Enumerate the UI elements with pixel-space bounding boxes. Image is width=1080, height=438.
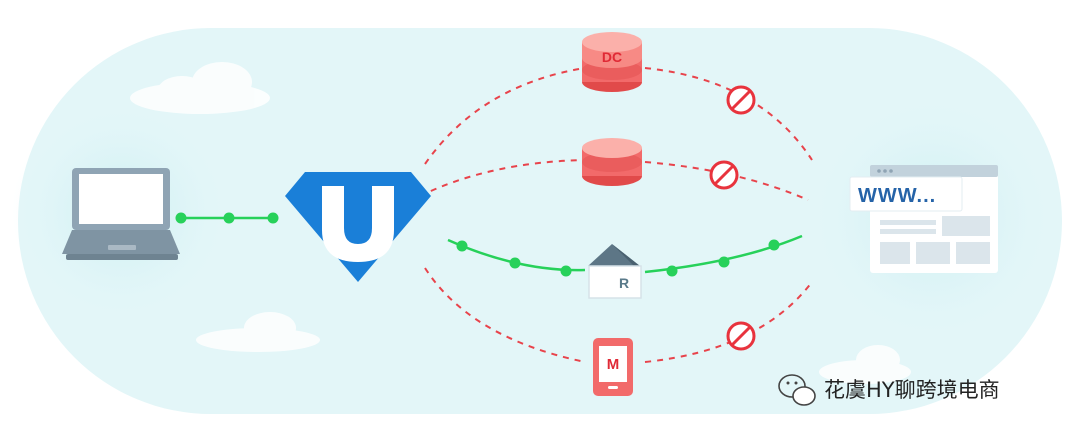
wechat-icon <box>778 374 816 406</box>
residential-label: R <box>619 275 629 291</box>
mobile-proxy-icon: M <box>593 338 633 396</box>
datacenter-proxy-icon: DC <box>582 32 642 92</box>
website-address: WWW... <box>858 185 936 207</box>
blocked-icon <box>726 321 756 351</box>
laptop-icon <box>62 168 180 260</box>
cloud-top-left <box>130 62 270 114</box>
datacenter-label: DC <box>602 49 622 65</box>
website-window-icon: WWW... <box>849 165 998 273</box>
laptop-connection <box>175 212 279 224</box>
server-proxy-icon <box>582 138 642 186</box>
connection-dot <box>175 212 187 224</box>
connection-dot <box>768 239 780 251</box>
path-mobile-to-site <box>644 281 813 363</box>
connection-dot <box>509 257 521 269</box>
residential-connection <box>447 234 803 277</box>
connection-dot <box>456 240 468 252</box>
cloud-bottom-right <box>819 345 911 384</box>
connection-dot <box>267 212 279 224</box>
connection-dot <box>560 265 572 277</box>
path-to-mobile <box>424 267 586 363</box>
cloud-bottom-left <box>196 312 320 352</box>
connection-dot <box>718 256 730 268</box>
connection-dot <box>666 265 678 277</box>
watermark-text: 花虞HY聊跨境电商 <box>824 378 1000 402</box>
blocked-icon <box>726 85 756 115</box>
blocked-icon <box>709 160 739 190</box>
proxy-service-logo-icon <box>285 172 431 282</box>
mobile-label: M <box>607 356 620 373</box>
connection-dot <box>223 212 235 224</box>
path-to-datacenter-2 <box>419 159 586 197</box>
path-datacenter-to-site <box>644 67 813 161</box>
residential-proxy-icon: R <box>588 244 642 299</box>
